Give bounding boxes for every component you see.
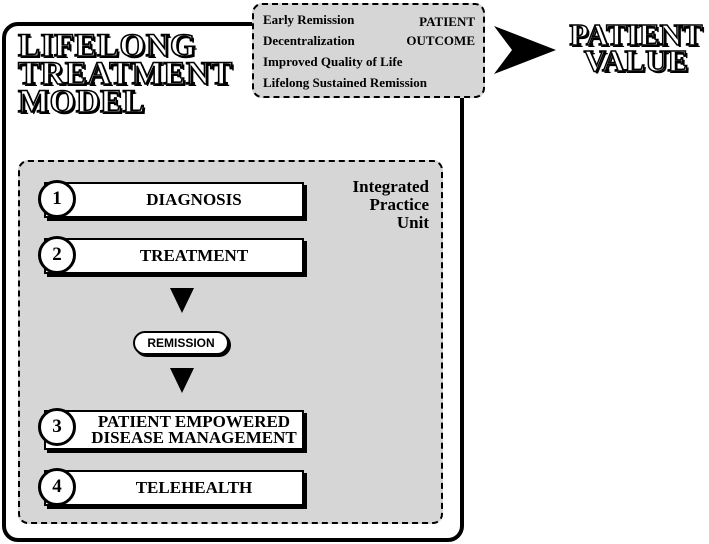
- patient-outcome-label: PATIENT OUTCOME: [406, 14, 475, 48]
- outcome-item-decentralization: Decentralization: [263, 33, 355, 48]
- down-arrow-icon: [170, 288, 194, 313]
- step-label-telehealth: TELEHEALTH: [135, 478, 253, 497]
- step-telehealth: 4 TELEHEALTH: [38, 468, 304, 506]
- step-label-treatment: TREATMENT: [139, 246, 249, 265]
- outcome-item-quality-of-life: Improved Quality of Life: [263, 54, 403, 69]
- step-number-4: 4: [38, 468, 76, 506]
- patient-outcome-box: Early Remission Decentralization Improve…: [252, 3, 485, 98]
- step-label-diagnosis: DIAGNOSIS: [146, 190, 242, 209]
- right-arrow-icon: [494, 26, 556, 74]
- step-number-3: 3: [38, 408, 76, 446]
- step-number-2: 2: [38, 236, 76, 274]
- integrated-practice-unit-box: Integrated Practice Unit 1 DIAGNOSIS 2 T…: [18, 160, 443, 524]
- outcome-item-early-remission: Early Remission: [263, 12, 355, 27]
- outcome-item-sustained-remission: Lifelong Sustained Remission: [263, 75, 427, 90]
- integrated-practice-unit-label: Integrated Practice Unit: [352, 177, 429, 232]
- model-title: LIFELONG TREATMENT MODEL: [17, 28, 233, 120]
- step-diagnosis: 1 DIAGNOSIS: [38, 180, 304, 218]
- remission-badge: REMISSION: [133, 331, 229, 355]
- down-arrow-icon: [170, 368, 194, 393]
- step-label-patient-empowered: PATIENT EMPOWERED DISEASE MANAGEMENT: [91, 412, 297, 447]
- step-number-1: 1: [38, 180, 76, 218]
- step-treatment: 2 TREATMENT: [38, 236, 304, 274]
- patient-value-title: PATIENT VALUE: [569, 17, 704, 78]
- step-patient-empowered-disease-management: 3 PATIENT EMPOWERED DISEASE MANAGEMENT: [38, 408, 304, 450]
